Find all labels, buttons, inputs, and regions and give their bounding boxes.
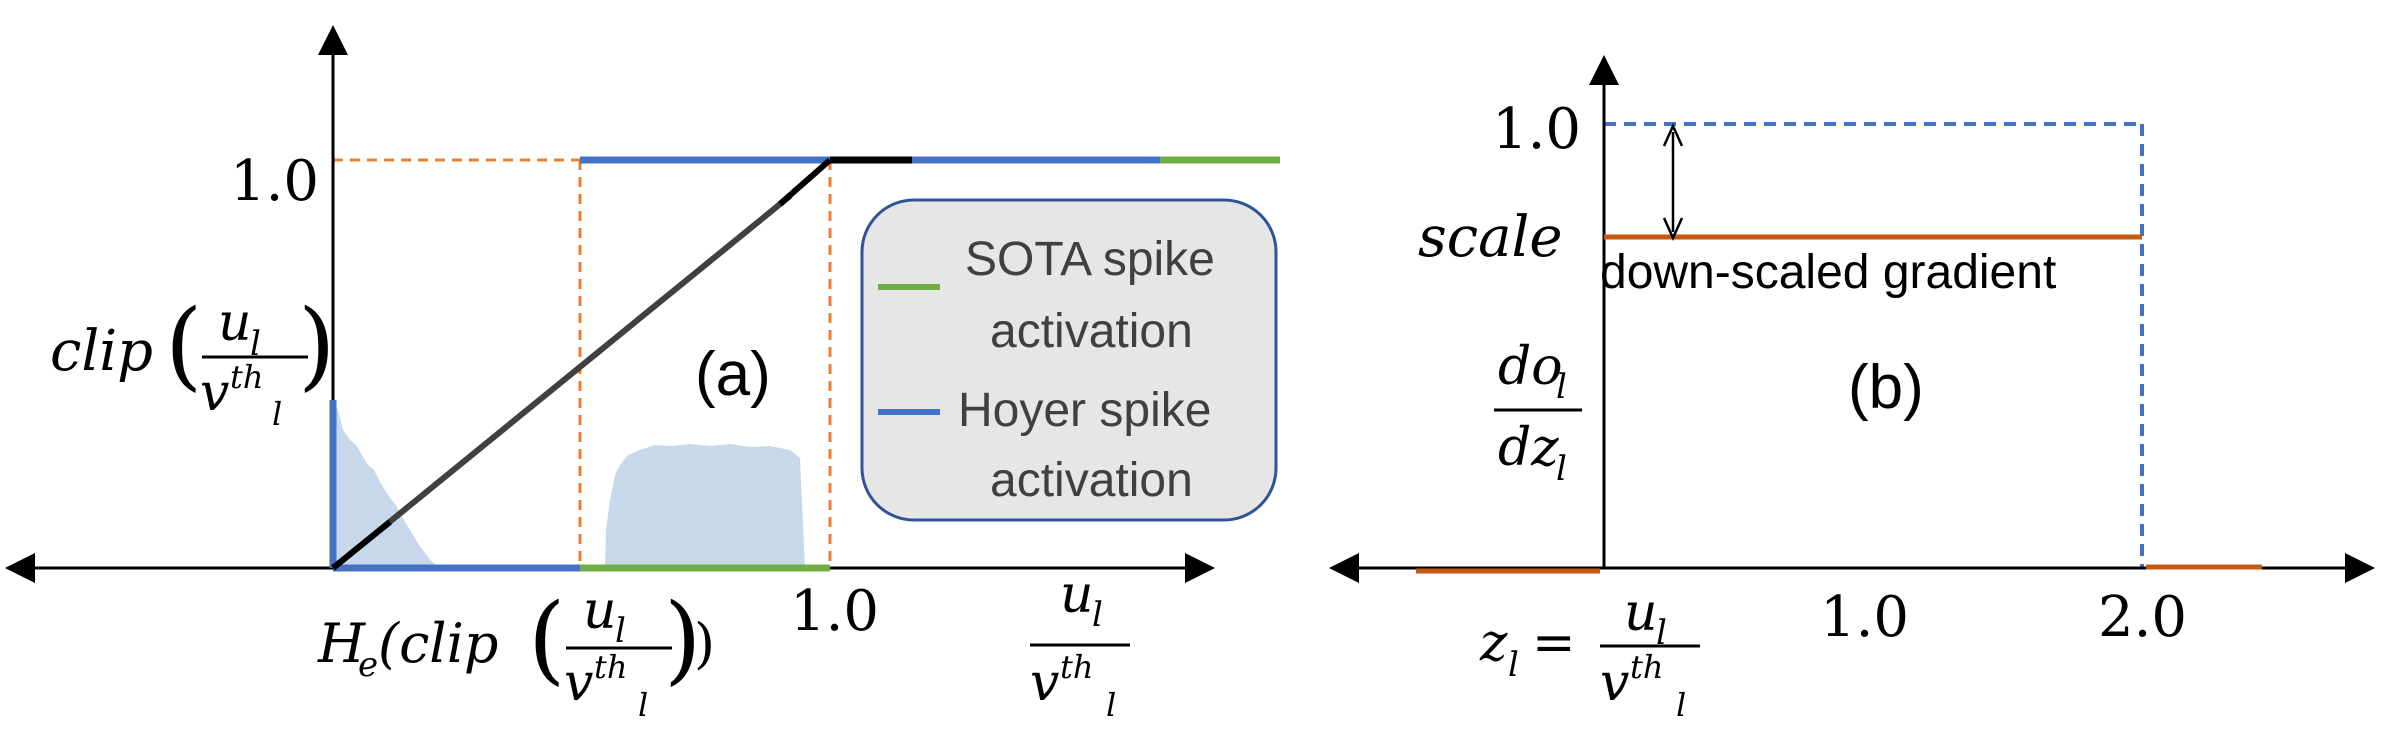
panel-a-x-label: u l v th l xyxy=(1030,565,1130,724)
panel-a: 1.0 1.0 (a) clip ( u l v th l ) u l v th… xyxy=(4,25,1280,724)
bottom-label-den-sub: l xyxy=(638,686,648,724)
b-x-label-den: v xyxy=(1600,653,1629,713)
x-label-den-sup: th xyxy=(1060,648,1093,686)
x-label-den-sub: l xyxy=(1106,686,1116,724)
panel-a-y-tick: 1.0 xyxy=(230,149,319,214)
clip-ramp-black-start xyxy=(331,519,392,571)
y-label-num: u xyxy=(218,293,252,353)
b-y-label-num-sub: l xyxy=(1556,367,1567,407)
scale-label: scale xyxy=(1418,205,1563,270)
bottom-label-den: v xyxy=(564,653,593,713)
bottom-label-den-sup: th xyxy=(594,648,627,686)
legend-hoyer-line1: Hoyer spike xyxy=(958,384,1211,437)
histogram-right xyxy=(605,444,805,568)
bottom-label-close: ) xyxy=(694,612,715,675)
b-x-label-eq: = xyxy=(1532,613,1576,673)
legend-sota-line1: SOTA spike xyxy=(965,233,1215,286)
bottom-label-prefix-sub: e xyxy=(358,645,378,685)
legend: SOTA spike activation Hoyer spike activa… xyxy=(860,198,1278,522)
panel-a-label: (a) xyxy=(695,340,771,409)
b-x-label-num-sub: l xyxy=(1656,613,1667,653)
y-label-den-sub: l xyxy=(272,395,282,433)
bottom-label-prefix: H xyxy=(317,612,366,675)
legend-hoyer-line2: activation xyxy=(990,454,1193,507)
bottom-label-paren-open: ( xyxy=(528,583,565,695)
panel-b-y-label: do l dz l xyxy=(1494,337,1582,489)
x-label-den: v xyxy=(1030,653,1059,713)
panel-b: 1.0 scale down-scaled gradient (b) 1.0 2… xyxy=(1329,55,2375,724)
y-label-paren-open: ( xyxy=(165,289,202,401)
b-x-label-den-sup: th xyxy=(1630,648,1663,686)
scaled-gradient xyxy=(1416,234,2262,574)
panel-b-x-tick-1: 1.0 xyxy=(1820,585,1909,650)
y-label-paren-close: ) xyxy=(298,289,335,401)
sota-activation xyxy=(580,156,1280,572)
histogram-left xyxy=(333,398,440,568)
bottom-label-paren-close: ) xyxy=(664,583,701,695)
b-x-label-lhs: z xyxy=(1479,613,1508,673)
panel-a-y-label: clip ( u l v th l ) xyxy=(50,289,335,433)
panel-b-y-tick: 1.0 xyxy=(1492,97,1581,162)
legend-box xyxy=(860,198,1278,522)
clip-function xyxy=(331,156,912,571)
b-x-label-lhs-sub: l xyxy=(1508,645,1519,685)
b-y-label-den: dz xyxy=(1498,418,1559,478)
x-label-num-sub: l xyxy=(1092,595,1103,635)
bottom-label-num: u xyxy=(583,581,617,641)
b-x-label-num: u xyxy=(1624,583,1658,643)
b-y-label-den-sub: l xyxy=(1556,449,1567,489)
bottom-label-func: (clip xyxy=(378,612,498,675)
activation-histogram xyxy=(333,398,805,568)
y-label-den-sup: th xyxy=(230,358,263,396)
clip-ramp-black-end xyxy=(778,157,832,207)
panel-a-bottom-label: H e (clip ( u l v th l ) ) xyxy=(317,581,715,724)
panel-a-x-tick: 1.0 xyxy=(790,579,879,644)
legend-sota-line2: activation xyxy=(990,305,1193,358)
panel-b-label: (b) xyxy=(1848,353,1924,422)
bottom-label-num-sub: l xyxy=(615,611,626,651)
full-gradient-box xyxy=(1604,122,2144,568)
b-y-label-num: do xyxy=(1498,337,1563,397)
panel-b-x-tick-2: 2.0 xyxy=(2098,585,2187,650)
down-scaled-gradient-label: down-scaled gradient xyxy=(1600,246,2056,299)
scale-double-arrow xyxy=(1662,122,1684,242)
x-label-num: u xyxy=(1060,565,1094,625)
y-label-den: v xyxy=(200,363,229,423)
y-label-func: clip xyxy=(50,319,153,384)
y-label-num-sub: l xyxy=(250,324,261,364)
panel-b-x-label: z l = u l v th l xyxy=(1479,583,1700,724)
clip-ramp-gray xyxy=(331,193,792,571)
b-x-label-den-sub: l xyxy=(1676,686,1686,724)
